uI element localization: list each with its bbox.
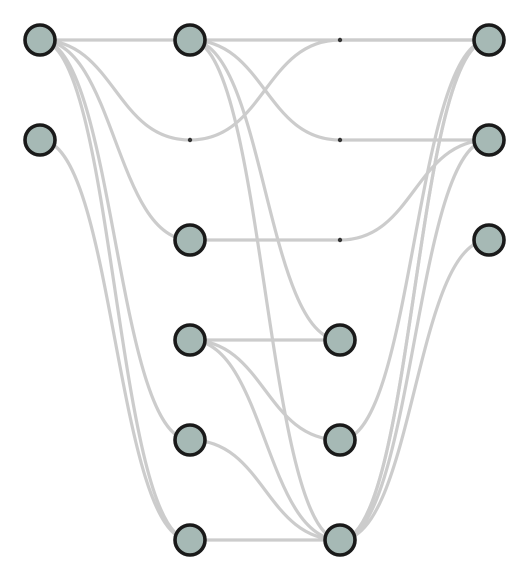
graph-node-c6[interactable] [323,523,357,557]
edge-b1-c6 [188,38,342,542]
edge-a1-b3 [38,38,192,242]
graph-node-b4[interactable] [173,323,207,357]
graph-node-c5[interactable] [323,423,357,457]
graph-node-d3[interactable] [472,223,506,257]
edge-a1-b6 [38,38,192,542]
nodes-group [23,23,506,557]
graph-node-d2[interactable] [472,123,506,157]
edge-a2-b6 [38,138,192,542]
edge-c5-d1 [338,38,491,442]
edge-c6-d2 [338,138,491,542]
edge-b4-c6 [188,338,342,542]
edge-b1-c4 [188,38,342,342]
graph-node-c4[interactable] [323,323,357,357]
edge-a1-b2 [38,38,192,142]
dummy-node-c1 [337,37,343,43]
edge-c6-d3 [338,238,491,542]
edge-c6-d1 [338,38,491,542]
graph-node-a2[interactable] [23,123,57,157]
edge-c3-d2 [338,138,491,242]
edge-a1-b5 [38,38,192,442]
edges-group [38,38,491,542]
graph-node-b5[interactable] [173,423,207,457]
dummy-node-c2 [337,137,343,143]
edge-b5-c6 [188,438,342,542]
dummy-node-c3 [337,237,343,243]
edge-b1-c2 [188,38,342,142]
graph-node-b3[interactable] [173,223,207,257]
edge-b4-c5 [188,338,342,442]
graph-node-b6[interactable] [173,523,207,557]
graph-node-b1[interactable] [173,23,207,57]
dummy-node-b2 [187,137,193,143]
graph-node-a1[interactable] [23,23,57,57]
graph-node-d1[interactable] [472,23,506,57]
